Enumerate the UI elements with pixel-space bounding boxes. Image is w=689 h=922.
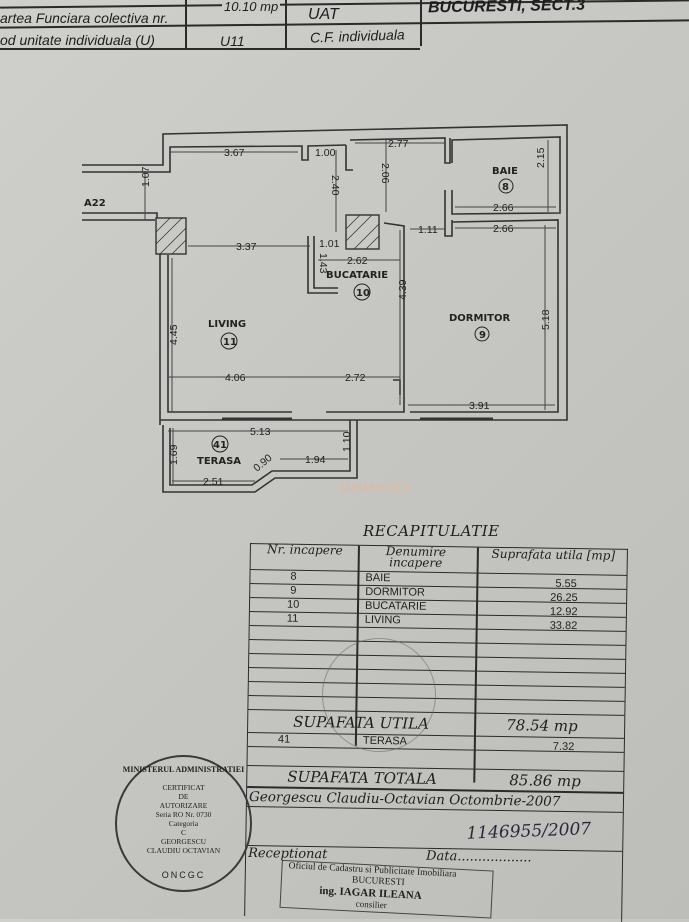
entrance-label: A22 — [84, 198, 106, 209]
dim-label: 1.94 — [305, 454, 326, 466]
room-nr: 41 — [277, 733, 291, 746]
dim-label: 2.66 — [493, 223, 514, 235]
office-stamp: Oficiul de Cadastru si Publicitate Imobi… — [279, 859, 494, 919]
recap-title: RECAPITULATIE — [363, 522, 500, 540]
registration-row: 1146955/2007 — [246, 806, 623, 852]
header-cf-label: artea Funciara colectiva nr. — [0, 10, 169, 26]
watermark: ROMANIA — [340, 480, 412, 496]
room-name: LIVING — [364, 613, 401, 627]
seal-bottom-text: ONCGC — [161, 870, 206, 880]
header-unit-label: od unitate individuala (U) — [0, 32, 155, 48]
room-label-bucatarie: BUCATARIE — [326, 270, 388, 281]
hatch-lines — [155, 214, 380, 255]
room-number-dormitor: 9 — [479, 330, 486, 341]
room-name: BUCATARIE — [364, 599, 427, 613]
dim-label: 3.67 — [224, 147, 245, 159]
walls — [82, 124, 568, 493]
dim-label: 4.06 — [225, 372, 246, 384]
seal-line: Seria RO Nr. 0730 — [155, 810, 212, 819]
dim-label: 2.62 — [347, 255, 368, 267]
dim-label: 1.01 — [319, 238, 340, 250]
seal-line: DE — [178, 792, 189, 801]
seal-line: CERTIFICAT — [162, 783, 205, 792]
room-label-living: LIVING — [208, 319, 246, 330]
date-label: Data.................. — [425, 848, 532, 866]
room-name: BAIE — [365, 571, 391, 585]
room-number-circles — [211, 178, 514, 453]
dim-label: 1.11 — [418, 224, 438, 236]
seal-ring-text: MINISTERUL ADMINISTRATIEI — [122, 765, 245, 774]
header-uat-label: UAT — [308, 6, 339, 23]
dim-label: 4.39 — [397, 279, 409, 300]
room-number-baie: 8 — [502, 182, 509, 193]
seal-line: GEORGESCU — [160, 837, 206, 846]
dim-label: 5.13 — [250, 426, 271, 438]
room-name: DORMITOR — [365, 585, 426, 599]
room-number-living: 11 — [223, 337, 237, 348]
dim-label: 1.07 — [140, 166, 152, 187]
hatched-columns — [155, 214, 380, 255]
total-area-value: 85.86 mp — [509, 771, 581, 791]
recap-table: Nr. incapere Denumire incapere Suprafata… — [244, 542, 628, 922]
room-label-baie: BAIE — [492, 166, 518, 177]
seal-line: Categoria — [168, 819, 199, 828]
col-area-header: Suprafata utila [mp] — [491, 546, 616, 563]
room-nr: 10 — [286, 598, 300, 611]
seal-line: AUTORIZARE — [159, 801, 208, 810]
dim-label: 1.43 — [317, 253, 329, 274]
seal-line: C — [180, 828, 186, 837]
dim-label: 1.69 — [168, 444, 180, 465]
dim-label: 2.77 — [388, 138, 409, 150]
room-nr: 11 — [286, 612, 299, 625]
room-nr: 8 — [290, 570, 297, 583]
authorization-seal: MINISTERUL ADMINISTRATIEI CERTIFICAT DE … — [115, 755, 252, 892]
room-label-terasa: TERASA — [197, 456, 241, 467]
col-nr-header: Nr. incapere — [266, 542, 343, 558]
total-area-label: SUPAFATA TOTALA — [287, 767, 437, 788]
faint-stamp — [322, 638, 436, 752]
dim-label: 1.10 — [341, 431, 353, 452]
header-unit-value: U11 — [220, 33, 245, 49]
dim-label: 1.00 — [315, 147, 336, 159]
col-name-header: Denumire incapere — [385, 544, 447, 571]
dim-label: 3.91 — [469, 400, 490, 412]
dimension-lines — [144, 140, 556, 484]
dim-label: 2.40 — [329, 175, 341, 196]
dim-label: 5.18 — [540, 309, 552, 330]
dim-label: 4.45 — [168, 324, 180, 345]
dim-label: 2.06 — [379, 163, 391, 184]
reception-row: Receptionat Data.................. Ofici… — [245, 846, 622, 922]
room-number-bucatarie: 10 — [356, 288, 370, 299]
dim-label: 2.72 — [345, 372, 366, 384]
dim-label: 3.37 — [236, 241, 257, 253]
handwritten-number: 1146955/2007 — [466, 819, 592, 844]
dim-label: 2.15 — [535, 147, 547, 168]
seal-line: CLAUDIU OCTAVIAN — [146, 846, 221, 855]
room-number-terasa: 41 — [213, 440, 227, 451]
dim-label: 2.66 — [493, 202, 514, 214]
room-nr: 9 — [290, 584, 297, 597]
useful-area-value: 78.54 mp — [506, 716, 578, 736]
room-label-dormitor: DORMITOR — [449, 313, 510, 324]
header-area-value: 10.10 mp — [222, 0, 281, 14]
dim-label: 2.51 — [203, 476, 224, 488]
